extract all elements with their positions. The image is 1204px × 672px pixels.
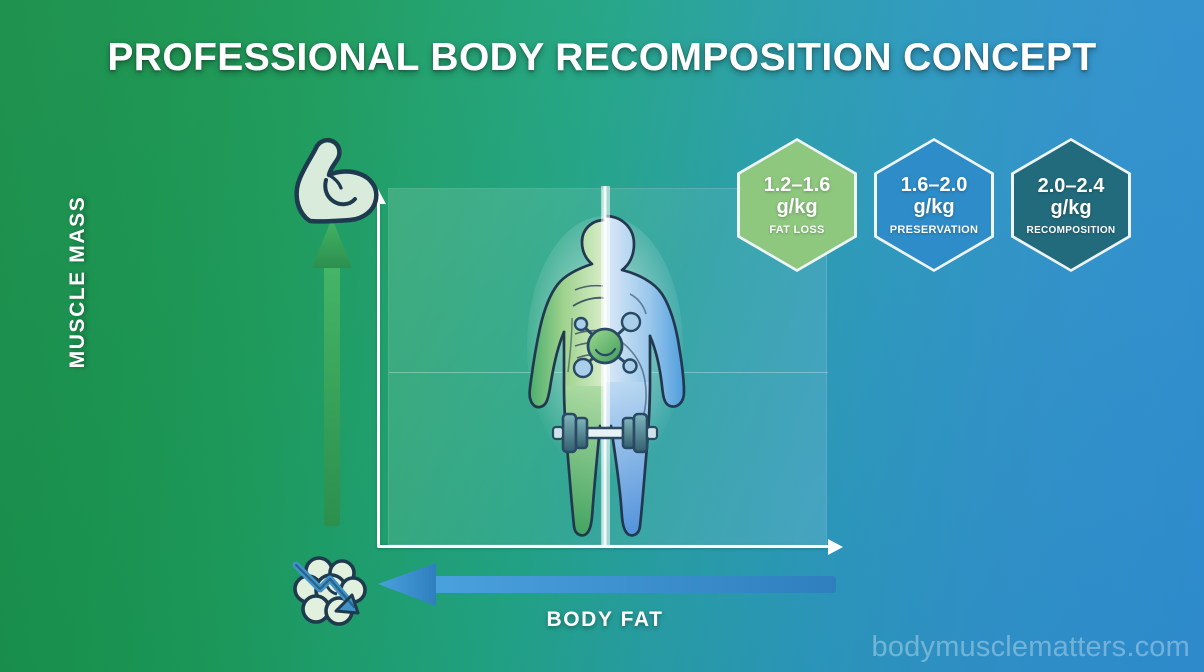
down-trend-arrow: [292, 561, 360, 615]
y-axis-label: MUSCLE MASS: [66, 195, 89, 369]
x-axis-line: [378, 545, 830, 548]
badge-caption: RECOMPOSITION: [1026, 224, 1116, 236]
flexed-bicep-icon: [294, 138, 379, 224]
watermark: bodymusclematters.com: [871, 631, 1190, 663]
badge-unit: g/kg: [776, 196, 818, 218]
badge-unit: g/kg: [1050, 196, 1092, 219]
badge-recomposition[interactable]: 2.0–2.4 g/kg RECOMPOSITION: [1014, 141, 1128, 269]
dumbbell-icon: [551, 412, 659, 454]
badge-caption: PRESERVATION: [889, 224, 979, 236]
badge-unit: g/kg: [913, 196, 955, 218]
split-body-illustration: [527, 186, 686, 546]
body-fat-left-arrow: [378, 563, 836, 606]
x-axis-label: BODY FAT: [546, 608, 664, 631]
protein-molecule-icon: [572, 311, 642, 379]
fat-cells-down-arrow-icon: [292, 556, 367, 626]
x-axis-arrowhead: [828, 539, 843, 555]
badge-value: 1.6–2.0: [900, 174, 968, 196]
muscle-mass-up-arrow: [312, 218, 352, 526]
y-axis-line: [377, 200, 380, 548]
badge-value: 1.2–1.6: [763, 174, 831, 196]
badge-value: 2.0–2.4: [1037, 174, 1105, 197]
page-title: PROFESSIONAL BODY RECOMPOSITION CONCEPT: [107, 36, 1097, 79]
badge-caption: FAT LOSS: [769, 224, 825, 236]
badge-preservation[interactable]: 1.6–2.0 g/kg PRESERVATION: [877, 141, 991, 269]
